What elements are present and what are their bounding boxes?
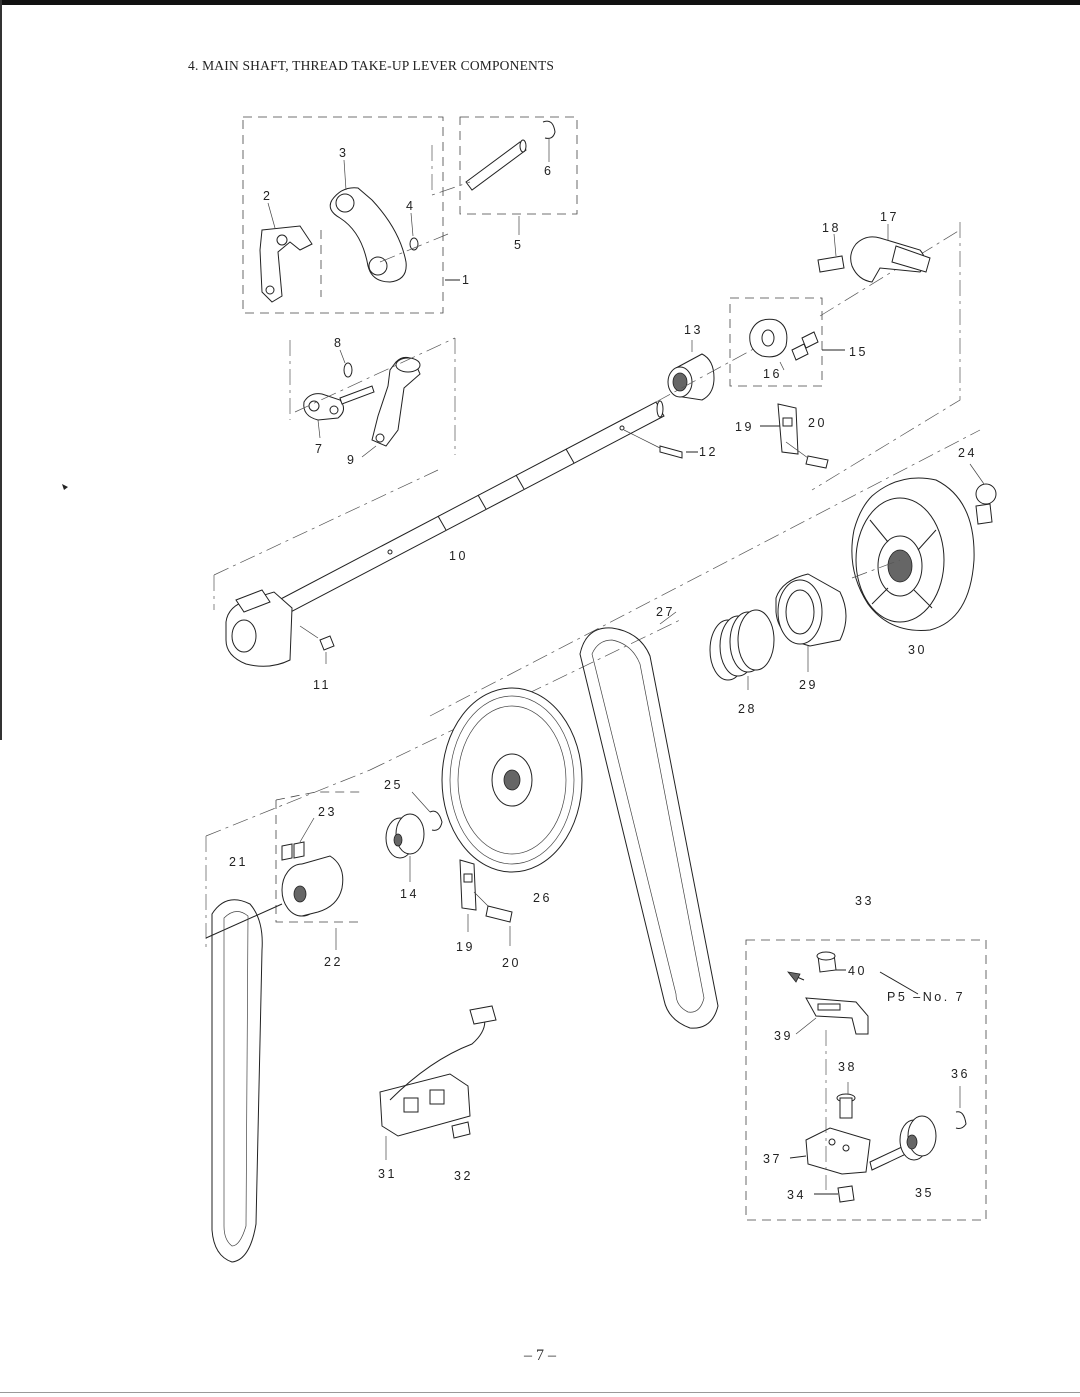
label-part-9: 9 [347, 453, 356, 467]
label-part-39: 39 [774, 1029, 793, 1043]
label-part-20b: 20 [502, 956, 521, 970]
page-title: 4. MAIN SHAFT, THREAD TAKE-UP LEVER COMP… [188, 58, 555, 73]
label-part-28: 28 [738, 702, 757, 716]
group-box-22 [205, 769, 371, 950]
label-part-17: 17 [880, 210, 899, 224]
label-part-31: 31 [378, 1167, 397, 1181]
label-part-32: 32 [454, 1169, 473, 1183]
label-part-22: 22 [324, 955, 343, 969]
part-11-set-screw [299, 625, 335, 664]
part-18-screw [817, 233, 845, 273]
label-part-2: 2 [263, 189, 272, 203]
label-part-26: 26 [533, 891, 552, 905]
part-30-handwheel [851, 477, 975, 631]
label-part-5: 5 [514, 238, 523, 252]
group-box-33 [745, 939, 987, 1221]
top-border-rule [0, 0, 1080, 5]
label-part-27: 27 [656, 605, 675, 619]
shaft-end-block [225, 589, 293, 667]
part-3-take-up-lever [329, 159, 407, 283]
part-labels: 1 2 3 4 5 6 7 8 9 10 11 12 13 14 15 16 1… [229, 146, 977, 1202]
part-9-thread-take-up-crank [361, 356, 421, 458]
part-20-screw-upper [785, 441, 829, 469]
label-part-19b: 19 [456, 940, 475, 954]
label-part-35: 35 [915, 1186, 934, 1200]
label-part-15: 15 [849, 345, 868, 359]
label-part-24: 24 [958, 446, 977, 460]
part-20-screw-lower [473, 891, 513, 946]
left-border-rule [0, 0, 2, 740]
label-part-8: 8 [334, 336, 343, 350]
label-part-19a: 19 [735, 420, 754, 434]
part-29-flange [775, 573, 847, 672]
label-part-37: 37 [763, 1152, 782, 1166]
label-part-4: 4 [406, 199, 415, 213]
group-box-5 [459, 116, 578, 235]
page-number: – 7 – [524, 1347, 556, 1364]
label-part-11: 11 [313, 678, 331, 692]
stray-mark [62, 484, 68, 490]
label-part-21: 21 [229, 855, 248, 869]
part-36-ring [955, 1086, 967, 1129]
part-19-bracket-upper [760, 403, 799, 455]
label-part-16: 16 [763, 367, 782, 381]
part-38-screw [836, 1082, 856, 1119]
part-12-pin [623, 429, 698, 459]
label-part-13: 13 [684, 323, 703, 337]
part-26-gear-wheel [441, 687, 583, 873]
label-part-12: 12 [699, 445, 718, 459]
bottom-border-rule [0, 1392, 1080, 1393]
label-part-3: 3 [339, 146, 348, 160]
label-part-38: 38 [838, 1060, 857, 1074]
part-8-washer [339, 349, 353, 378]
label-part-20a: 20 [808, 416, 827, 430]
part-37-base-plate [789, 1127, 871, 1175]
part-2-lever-link [259, 202, 313, 303]
part-17-cam [850, 224, 931, 283]
label-part-33: 33 [855, 894, 874, 908]
part-32-screw [451, 1121, 471, 1139]
label-part-10: 10 [449, 549, 468, 563]
part-24-screw [969, 463, 997, 525]
label-part-30: 30 [908, 643, 927, 657]
part-27-timing-belt [579, 611, 719, 1029]
label-part-23: 23 [318, 805, 337, 819]
part-28-spring [709, 609, 775, 690]
part-25-ring [411, 791, 443, 831]
label-part-14: 14 [400, 887, 419, 901]
part-14-pulley [385, 813, 425, 882]
group-box-1 [242, 116, 444, 314]
label-part-6: 6 [544, 164, 553, 178]
part-7-crank [303, 385, 375, 439]
part-31-sensor-bracket [379, 1005, 497, 1160]
part-40-screw [816, 951, 919, 995]
part-34-nut [814, 1185, 855, 1203]
label-part-29: 29 [799, 678, 818, 692]
lower-timing-belt [211, 899, 263, 1263]
part-10-main-shaft [255, 400, 665, 627]
part-23-set-screws [281, 817, 315, 861]
part-19-bracket-lower [459, 859, 477, 932]
label-part-25: 25 [384, 778, 403, 792]
group-box-15 [729, 297, 845, 387]
reference-note: P5 –No. 7 [887, 990, 965, 1004]
part-13-bushing [667, 340, 715, 401]
part-4-washer [409, 212, 419, 251]
part-35-roller [869, 1115, 937, 1171]
part-39-bracket [787, 971, 869, 1035]
label-part-40: 40 [848, 964, 867, 978]
label-part-18: 18 [822, 221, 841, 235]
label-part-1: 1 [462, 273, 471, 287]
part-22-timing-pulley [281, 855, 344, 950]
label-part-36: 36 [951, 1067, 970, 1081]
label-part-7: 7 [315, 442, 324, 456]
label-part-34: 34 [787, 1188, 806, 1202]
